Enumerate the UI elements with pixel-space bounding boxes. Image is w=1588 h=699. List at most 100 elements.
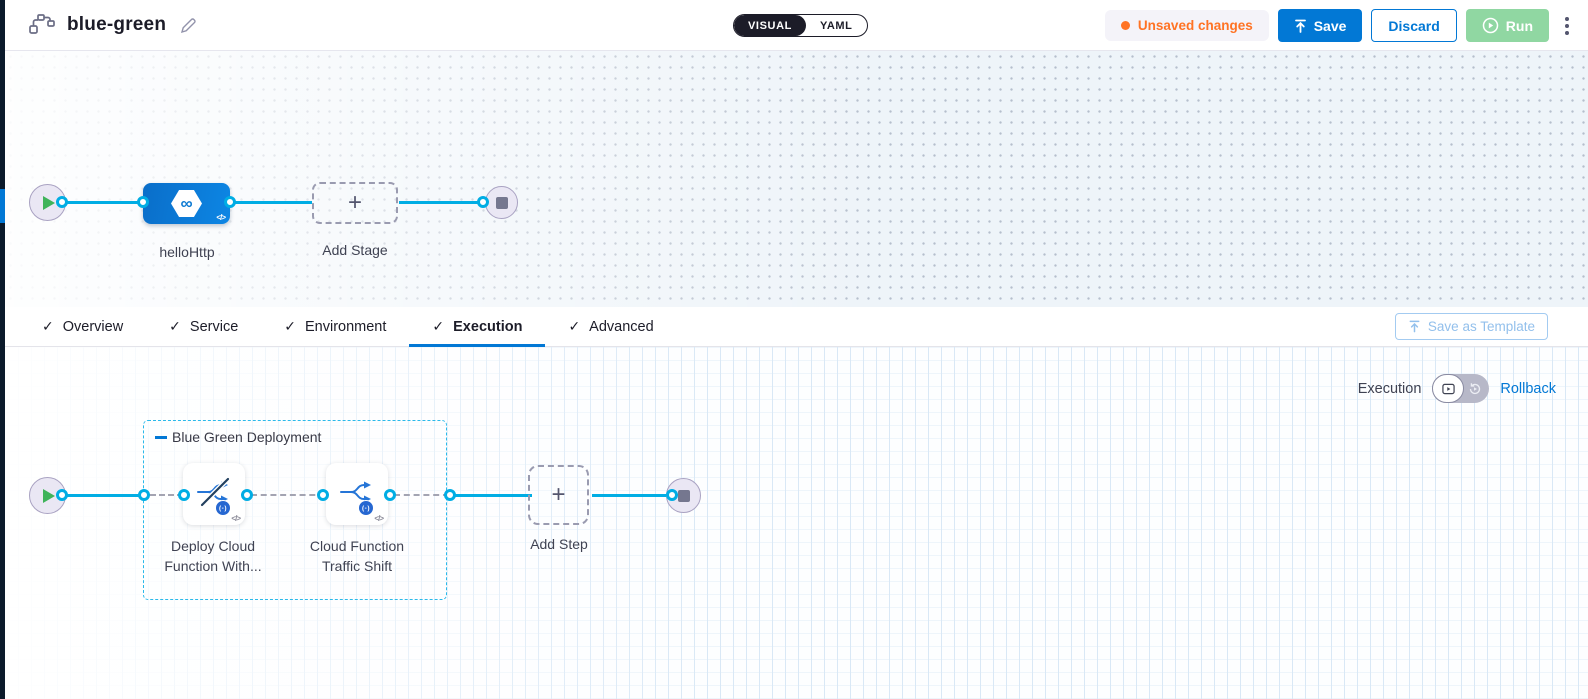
collapse-dash-icon[interactable] [155,435,167,439]
discard-label: Discard [1388,17,1440,34]
port [178,489,190,501]
execution-mode-label: Execution [1357,380,1422,397]
edit-title-icon[interactable] [180,17,197,34]
page-title: blue-green [67,14,167,35]
pipeline-icon [29,14,55,34]
check-icon: ✓ [568,318,581,334]
step-group-title: Blue Green Deployment [155,429,321,445]
infinity-glyph: ∞ [180,194,193,213]
unsaved-dot-icon [1120,21,1130,30]
run-label: Run [1505,17,1533,34]
tab-advanced[interactable]: ✓ Advanced [545,307,676,346]
nav-active-marker [0,189,5,223]
stop-icon [495,196,508,209]
code-icon: </> [216,213,226,222]
more-options-button[interactable] [1558,13,1576,39]
plus-icon: + [347,189,362,216]
save-as-template-label: Save as Template [1427,319,1535,334]
end-node [485,186,518,219]
stage-canvas[interactable] [5,51,1588,307]
port [56,489,68,501]
tab-label: Advanced [589,318,654,335]
check-icon: ✓ [432,318,445,334]
discard-button[interactable]: Discard [1371,9,1457,42]
step-cloud-function-traffic-shift[interactable]: (-) </> [326,463,388,525]
stage-label: helloHttp [159,244,215,260]
port [666,489,678,501]
unsaved-changes-label: Unsaved changes [1137,18,1253,33]
tab-label: Environment [305,318,387,335]
check-icon: ✓ [42,318,54,334]
upload-icon [1294,19,1306,33]
tab-label: Service [189,318,239,335]
play-icon [43,195,55,210]
unsaved-changes-badge: Unsaved changes [1104,10,1269,41]
edge-dashed [251,494,325,496]
add-stage-button[interactable]: + [312,182,398,224]
port [241,489,253,501]
rollback-steps-icon[interactable] [1465,379,1484,398]
traffic-shift-slash-icon [197,476,231,508]
edge-addstep-to-end [592,494,674,497]
cloud-function-badge-icon: (-) [358,500,374,516]
code-icon: </> [374,514,384,523]
plus-icon: + [551,481,566,508]
stage-node-hellohttp[interactable]: ∞ </> [143,183,230,224]
tab-service[interactable]: ✓ Service [146,307,261,346]
edge-start-to-stage [64,201,144,204]
port [56,196,68,208]
edge-addstage-to-end [399,201,484,204]
port [444,489,456,501]
rollback-link[interactable]: Rollback [1500,380,1556,397]
save-as-template-button[interactable]: Save as Template [1394,313,1548,340]
edge-dashed [394,494,449,496]
toggle-visual[interactable]: VISUAL [734,15,806,36]
traffic-shift-icon [340,481,371,503]
pipeline-header: blue-green VISUAL YAML Unsaved changes S… [5,0,1588,51]
edge-start-to-group [64,494,146,497]
step-group-blue-green[interactable] [143,420,447,600]
step-label: Deploy Cloud Function With... [164,538,262,574]
edge-dashed [150,494,183,496]
execution-steps-icon [1442,383,1455,394]
port [384,489,396,501]
run-play-icon [1482,17,1499,34]
port [137,196,149,208]
port [477,196,489,208]
execution-canvas[interactable] [5,347,1588,699]
port [138,489,150,501]
visual-yaml-toggle[interactable]: VISUAL YAML [733,14,868,37]
run-button[interactable]: Run [1465,9,1549,42]
tab-overview[interactable]: ✓ Overview [19,307,146,346]
tab-environment[interactable]: ✓ Environment [261,307,409,346]
step-deploy-cloud-function[interactable]: (-) </> [183,463,245,525]
tab-label: Execution [453,318,523,335]
upload-icon [1409,320,1420,333]
collapsed-nav-strip[interactable] [0,0,5,699]
serverless-hexagon-icon: ∞ [171,190,202,217]
edge-group-to-addstep [450,494,532,497]
add-stage-label: Add Stage [322,242,388,258]
execution-mode-knob[interactable] [1432,374,1465,403]
port [317,489,329,501]
port [224,196,236,208]
tab-execution[interactable]: ✓ Execution [409,307,546,347]
toggle-yaml[interactable]: YAML [819,19,853,32]
stage-tab-bar: ✓ Overview ✓ Service ✓ Environment ✓ Exe… [5,307,1588,347]
code-icon: </> [231,514,241,523]
step-label: Cloud Function Traffic Shift [309,538,405,574]
check-icon: ✓ [284,318,296,334]
check-icon: ✓ [169,318,181,334]
save-label: Save [1313,17,1347,34]
tab-label: Overview [62,318,124,335]
save-button[interactable]: Save [1277,9,1363,42]
edge-stage-to-addstage [228,201,312,204]
execution-rollback-toggle[interactable] [1432,374,1490,403]
cloud-function-badge-icon: (-) [215,500,231,516]
stop-icon [677,489,690,502]
execution-mode-row: Execution Rollback [1358,374,1556,403]
add-step-label: Add Step [530,536,588,552]
play-icon [43,488,55,503]
add-step-button[interactable]: + [528,465,589,525]
group-title-label: Blue Green Deployment [172,429,322,445]
